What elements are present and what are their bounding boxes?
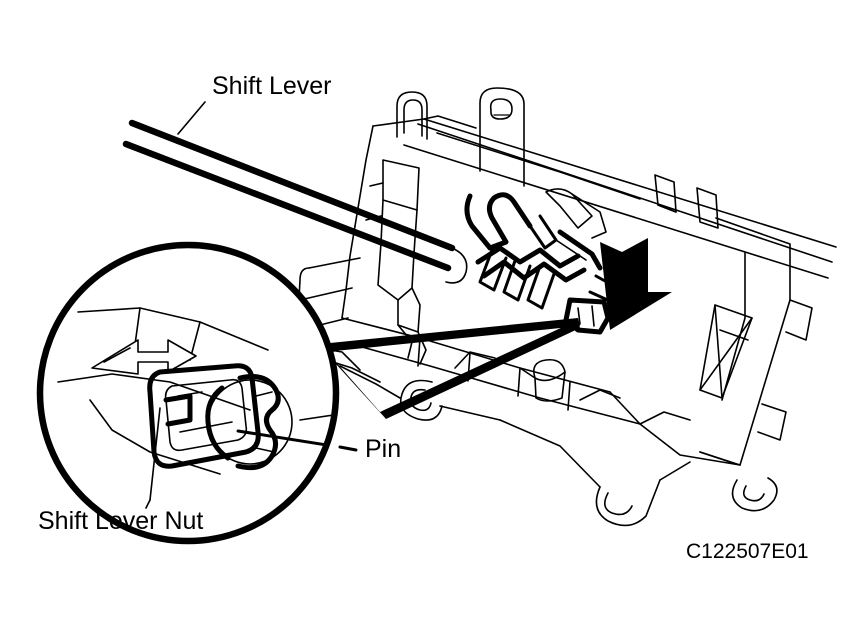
shift-lever-leader	[177, 101, 206, 135]
label-pin: Pin	[365, 435, 401, 463]
housing-band-upper-2	[403, 144, 829, 279]
housing-left-boss	[297, 267, 310, 346]
pin-body-arc	[205, 385, 231, 461]
surface-detail-3	[639, 411, 691, 425]
linkage-plate-right	[571, 193, 607, 239]
shift-lever-edge-bottom	[122, 140, 452, 272]
detail-surface-mid	[57, 373, 251, 411]
housing-lower-rib-2	[354, 344, 641, 425]
detail-leader-lower	[380, 320, 580, 419]
shift-lever-nut-body	[147, 363, 261, 469]
cylinder-boss-top	[534, 371, 566, 382]
center-block-d	[377, 242, 399, 301]
label-shift-lever: Shift Lever	[212, 72, 332, 100]
label-shift-lever-nut: Shift Lever Nut	[38, 507, 203, 535]
linkage-rib-1	[478, 248, 508, 292]
pin-leader-inner	[236, 429, 333, 451]
right-small-tab-2	[757, 403, 787, 441]
linkage-rib-2	[502, 256, 532, 302]
housing-right-flange-inner	[721, 252, 746, 401]
mounting-tab-far-right	[731, 477, 778, 512]
nut-leader-outer	[145, 499, 151, 509]
detail-leader-join	[320, 344, 386, 419]
shift-linkage-assembly	[464, 188, 622, 335]
cylinder-boss-link	[519, 367, 536, 379]
pin-detail-1	[255, 391, 273, 397]
housing-bottom-contour	[609, 391, 741, 466]
mounting-tab-lower-right-arm	[659, 461, 691, 481]
housing-band-upper	[417, 123, 833, 263]
linkage-arm-b-inner	[555, 239, 587, 261]
crease-3	[339, 365, 401, 399]
detail-surface-top	[77, 307, 269, 351]
housing-left-boss-top	[308, 257, 361, 269]
linkage-zigzag-lower	[481, 259, 587, 283]
magnifier-detail-view	[36, 241, 340, 545]
direction-arrow	[600, 238, 672, 330]
housing-top-notch	[423, 115, 477, 129]
housing-left-lower-edge	[341, 225, 356, 319]
shift-lever-nut-inner	[164, 378, 248, 452]
mounting-tab-lower-right-hole	[604, 492, 633, 516]
detail-direction-arrow	[91, 339, 197, 375]
pin-detail-2	[255, 447, 275, 453]
pin-clip-target-slot	[577, 307, 581, 325]
surface-detail-1	[454, 351, 496, 369]
mounting-tab-left-inner	[403, 99, 423, 137]
right-lower-edge	[699, 451, 731, 463]
cylinder-boss	[533, 358, 566, 402]
right-small-tab-1	[785, 299, 813, 341]
detail-circle-contents	[57, 248, 333, 501]
housing-rib-a	[436, 132, 641, 200]
linkage-hook-upper	[464, 192, 533, 251]
housing-right-panel-rib	[719, 329, 749, 341]
label-reference-code: C122507E01	[686, 540, 809, 563]
detail-arrow-inner-line	[103, 347, 131, 363]
detail-leader-upper	[320, 318, 580, 352]
pin-retainer-clip	[235, 374, 281, 471]
detail-housing-frag-4	[299, 413, 333, 445]
shift-lever-edge-top	[128, 119, 456, 252]
shift-lever-rod	[122, 119, 468, 284]
mounting-tab-lower-right	[595, 479, 661, 527]
housing-right-panel-diag	[699, 317, 753, 391]
center-block-f	[411, 287, 421, 333]
mounting-tab-left	[396, 91, 428, 140]
linkage-arm-a	[528, 214, 558, 250]
center-block-edge-1	[369, 182, 384, 187]
post-right-1-base	[657, 204, 677, 213]
rib-connector-1	[417, 337, 421, 367]
linkage-zigzag-upper	[475, 245, 581, 269]
linkage-arm-b	[557, 229, 603, 271]
housing-left-boss-mid	[299, 287, 353, 301]
rib-connector-3	[517, 367, 521, 397]
bolt-hole-top	[489, 98, 513, 120]
shift-lever-nut-face-2	[179, 421, 233, 433]
housing-right-panel-fold	[714, 304, 723, 399]
housing-bottom-contour-3	[439, 405, 501, 421]
detail-circle-outline	[36, 241, 340, 545]
mounting-tab-far-right-hole	[742, 485, 765, 502]
rib-connector-4	[567, 381, 571, 411]
shift-lever-end-cap	[445, 247, 468, 284]
nut-leader-inner	[149, 407, 161, 501]
transmission-housing-assembly	[297, 87, 837, 527]
surface-detail-2	[579, 389, 621, 401]
pin-leader-outer	[338, 445, 358, 452]
post-right-2	[696, 187, 719, 229]
linkage-plate-upper	[545, 188, 593, 229]
pin-clip-target-slot-2	[591, 305, 595, 327]
shift-lever-nut-slot	[163, 393, 193, 427]
detail-leader-lines	[320, 318, 580, 419]
housing-bottom-contour-2	[499, 419, 601, 488]
mounting-tab-right	[479, 87, 525, 187]
linkage-rib-3	[526, 264, 556, 310]
